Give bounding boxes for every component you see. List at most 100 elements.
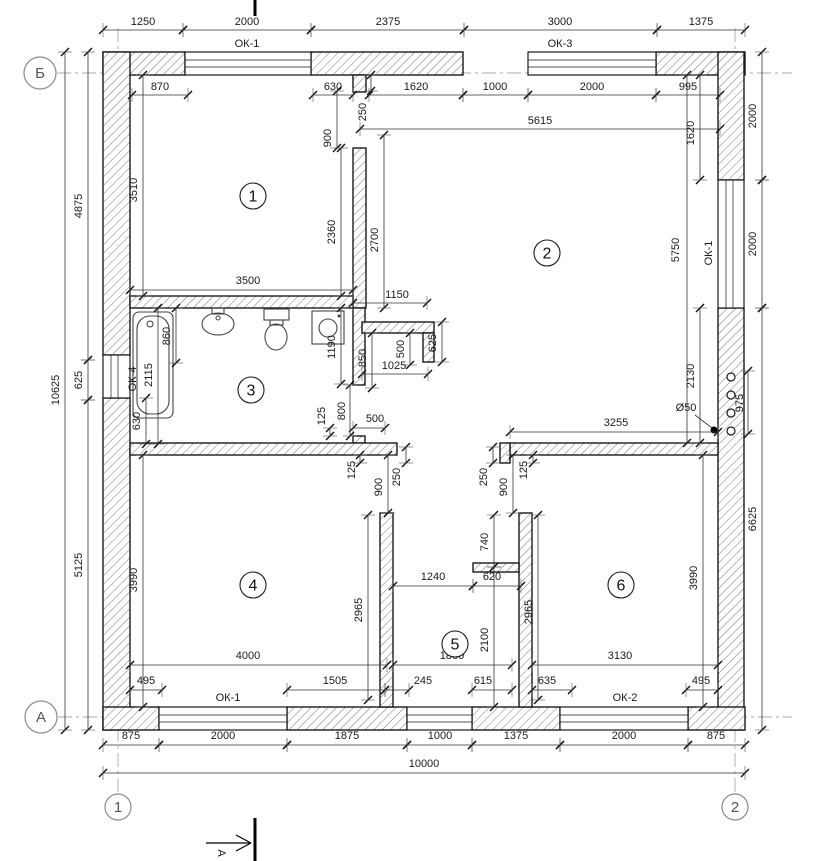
dimension-label: 125 [346, 461, 358, 479]
dimension: 2360 [326, 143, 348, 301]
door-bottom-center [406, 706, 473, 731]
dimension-label: 2000 [211, 730, 235, 742]
dimension: 2965 [353, 510, 375, 705]
dimension: 10625 [50, 47, 72, 735]
dimension: 1875 [282, 730, 412, 752]
annotation-label: Ø50 [676, 402, 697, 414]
svg-text:3: 3 [247, 383, 256, 400]
dimension: 125 [518, 450, 540, 479]
dimension-label: 3130 [608, 650, 632, 662]
dimension-label: 860 [161, 327, 173, 345]
dimension-label: 495 [137, 675, 155, 687]
dimension: 3000 [459, 16, 662, 37]
room-number: 1 [239, 182, 267, 210]
dimension: 850 [357, 328, 379, 393]
dimension: 900 [498, 450, 520, 518]
dimension-label: 2000 [612, 730, 636, 742]
dimension-label: 500 [366, 413, 384, 425]
svg-text:2: 2 [543, 246, 552, 263]
dimension-label: 2115 [143, 363, 155, 387]
dimension-label: 495 [692, 675, 710, 687]
window-label: ОК-1 [235, 38, 260, 50]
dimension-label: 2000 [747, 104, 759, 128]
dimension-label: 1150 [385, 289, 409, 301]
dimension: 2000 [555, 730, 693, 752]
dimension-label: 3510 [128, 178, 140, 202]
window-label: ОК-4 [127, 367, 139, 392]
dimension: 1000 [402, 730, 477, 752]
sink-icon [201, 307, 235, 336]
dimension: 1240 [388, 571, 478, 593]
dimension: 3510 [128, 70, 150, 301]
dimension-label: 2375 [376, 16, 400, 28]
dimension-label: 3000 [548, 16, 572, 28]
dimension: 5750 [670, 70, 694, 448]
dimension-label: 3255 [604, 417, 628, 429]
dimension-label: 625 [427, 334, 439, 352]
window-ok1-right [717, 179, 745, 309]
svg-text:1: 1 [249, 189, 258, 206]
dimension-label: 1375 [689, 16, 713, 28]
dimension-label: 900 [373, 478, 385, 496]
dimension: 3500 [125, 275, 358, 297]
room-numbers-layer: 1 2 3 4 5 6 [237, 182, 635, 658]
dimension: 625 [427, 317, 449, 367]
dimension-label: 1190 [326, 335, 338, 359]
dimension-label: 125 [518, 461, 530, 479]
dimension: 125 [316, 407, 337, 441]
dimension-label: 875 [707, 730, 725, 742]
dimension-label: 4000 [236, 650, 260, 662]
dimension-label: 870 [151, 81, 169, 93]
dimension: 4875 [73, 47, 95, 365]
dimension: 4000 [125, 650, 392, 672]
dimension-label: 10625 [50, 375, 62, 406]
axis-marker: Б [23, 56, 57, 90]
dimension-label: 635 [538, 675, 556, 687]
window-label: ОК-3 [548, 38, 573, 50]
window-ok2-bottom [559, 706, 689, 731]
section-cut-marks [206, 0, 257, 861]
dimension-label: 1000 [483, 81, 507, 93]
dimension: 495 [681, 675, 723, 697]
dimension: 995 [651, 81, 725, 102]
dimension: 500 [348, 413, 390, 435]
dimension: 1025 [357, 360, 433, 381]
window-ok4-left [102, 354, 131, 399]
dimension-label: 1375 [504, 730, 528, 742]
dimension-label: 2965 [353, 598, 365, 622]
svg-text:Б: Б [35, 65, 45, 82]
dimension: 1620 [364, 81, 468, 102]
dimension: 2700 [369, 130, 391, 313]
dimension-label: 615 [474, 675, 492, 687]
dimension-label: 2700 [369, 228, 381, 252]
dimension-label: 630 [131, 412, 143, 430]
dimension: 2000 [154, 730, 292, 752]
dimension: 620 [468, 571, 526, 593]
dimension-label: 2000 [747, 232, 759, 256]
dimension: 1190 [326, 303, 348, 389]
svg-text:6: 6 [617, 578, 626, 595]
svg-text:5: 5 [451, 637, 460, 654]
dimension: 3130 [527, 650, 723, 672]
dimension-label: 125 [316, 407, 328, 425]
dimension: 3990 [128, 450, 150, 712]
washing-machine-icon [311, 310, 345, 345]
pipe-leader [694, 414, 713, 429]
dimension: 5125 [73, 395, 95, 735]
room-number: 2 [533, 239, 561, 267]
dimension-label: 3990 [128, 568, 140, 592]
dimension: 1000 [458, 81, 533, 102]
axis-markers-layer: Б А 1 2 [23, 56, 749, 821]
svg-text:4: 4 [249, 578, 258, 595]
svg-text:2: 2 [731, 799, 739, 816]
dimension-label: 900 [322, 129, 334, 147]
dimension: 630 [308, 81, 358, 102]
svg-text:А: А [36, 709, 46, 726]
room-number: 5 [441, 630, 469, 658]
dimension: 3255 [505, 417, 723, 439]
dimension: 1150 [348, 289, 432, 310]
dimension: 2000 [178, 16, 316, 37]
